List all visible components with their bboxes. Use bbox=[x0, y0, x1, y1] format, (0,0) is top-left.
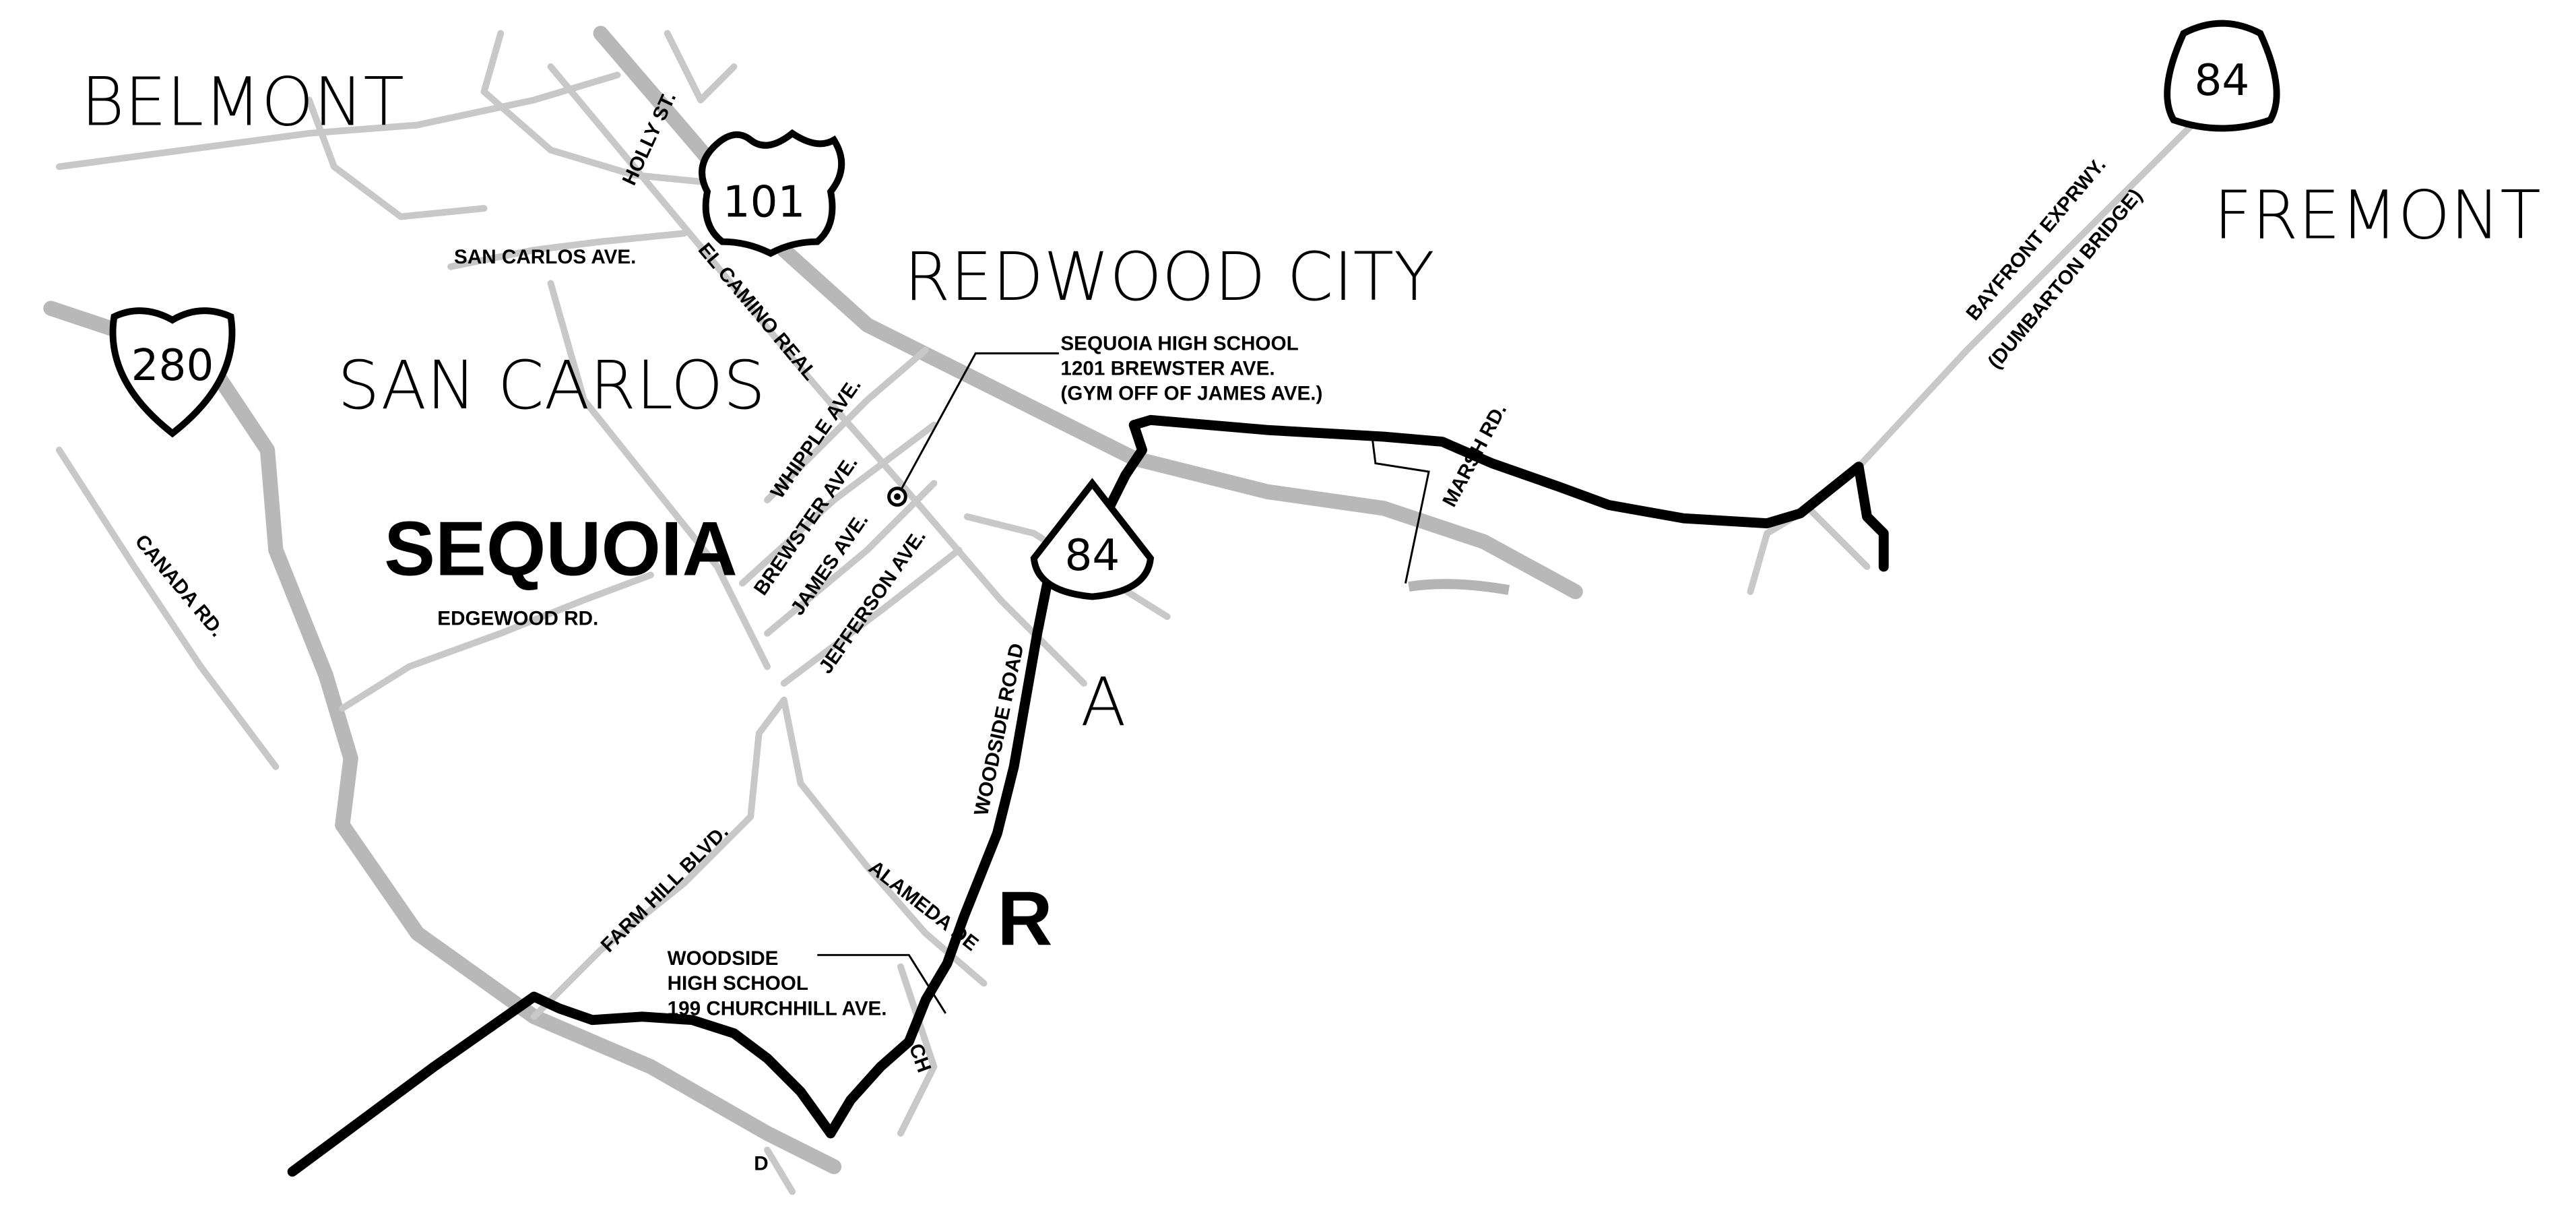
region-sequoia: SEQUOIA bbox=[384, 506, 738, 592]
street-edgewood: EDGEWOOD RD. bbox=[437, 608, 598, 630]
road-san-carlos-ave bbox=[447, 230, 688, 270]
road-interior-b bbox=[664, 30, 738, 104]
road-whipple bbox=[764, 346, 929, 503]
shield-ca84-west-number: 84 bbox=[1064, 530, 1120, 581]
region-partial-r: R bbox=[997, 876, 1052, 962]
city-redwood-city: REDWOOD CITY bbox=[904, 239, 1435, 316]
road-james bbox=[764, 480, 938, 637]
road-edgewood bbox=[339, 571, 654, 712]
shield-ca84-west: 84 bbox=[1030, 478, 1155, 600]
interstate-shield-icon bbox=[109, 307, 236, 438]
woodside-hs-address: 199 CHURCHHILL AVE. bbox=[668, 997, 887, 1019]
road-belmont-a bbox=[305, 96, 488, 220]
road-el-camino bbox=[547, 63, 1087, 687]
city-belmont: BELMONT bbox=[81, 64, 404, 142]
state-route-shield-icon bbox=[1030, 478, 1155, 600]
local-roads bbox=[55, 30, 2220, 1195]
road-woodside-south bbox=[764, 1146, 796, 1195]
road-jefferson bbox=[780, 546, 963, 687]
shield-ca84-east: 84 bbox=[2164, 20, 2280, 132]
city-fremont: FREMONT bbox=[2214, 177, 2541, 255]
sequoia-hs-note: (GYM OFF OF JAMES AVE.) bbox=[1060, 383, 1322, 405]
route-southwest bbox=[287, 991, 836, 1177]
sequoia-hs-marker-dot bbox=[894, 493, 901, 501]
shield-us101-number: 101 bbox=[723, 177, 806, 228]
road-chesterfield bbox=[897, 963, 938, 1137]
marsh-leader bbox=[1371, 436, 1430, 584]
road-interior-a bbox=[547, 280, 771, 670]
woodside-hs-leader bbox=[817, 953, 946, 1014]
sequoia-hs-leader bbox=[896, 352, 1059, 497]
road-brewster bbox=[738, 421, 938, 587]
shield-i280-number: 280 bbox=[131, 340, 214, 391]
road-bayfront bbox=[1855, 96, 2220, 470]
road-alameda bbox=[780, 696, 988, 987]
us-route-shield-icon bbox=[699, 129, 845, 257]
road-ralston bbox=[55, 71, 621, 170]
sequoia-hs-name: SEQUOIA HIGH SCHOOL bbox=[1060, 332, 1298, 354]
woodside-hs-line2: HIGH SCHOOL bbox=[668, 972, 808, 995]
road-farm-hill bbox=[530, 696, 787, 1020]
callout-leaders bbox=[817, 352, 1430, 1014]
sequoia-hs-address: 1201 BREWSTER AVE. bbox=[1060, 358, 1275, 380]
shield-i280: 280 bbox=[109, 307, 236, 438]
road-canada bbox=[55, 446, 280, 770]
road-holly bbox=[480, 30, 721, 187]
city-partial-a: A bbox=[1081, 664, 1126, 741]
callout-woodside-hs: WOODSIDE HIGH SCHOOL 199 CHURCHHILL AVE. bbox=[668, 947, 887, 1019]
route-east bbox=[1128, 414, 1889, 572]
street-san-carlos-ave: SAN CARLOS AVE. bbox=[454, 246, 636, 268]
shield-ca84-east-number: 84 bbox=[2194, 55, 2249, 106]
state-route-shield-icon bbox=[2164, 20, 2280, 132]
partial-arc bbox=[1408, 579, 1510, 595]
shield-us101: 101 bbox=[699, 129, 845, 257]
street-d-fragment: D bbox=[754, 1152, 768, 1174]
city-san-carlos: SAN CARLOS bbox=[337, 347, 765, 425]
woodside-hs-line1: WOODSIDE bbox=[668, 947, 779, 970]
callout-sequoia-hs: SEQUOIA HIGH SCHOOL 1201 BREWSTER AVE. (… bbox=[1060, 332, 1322, 404]
